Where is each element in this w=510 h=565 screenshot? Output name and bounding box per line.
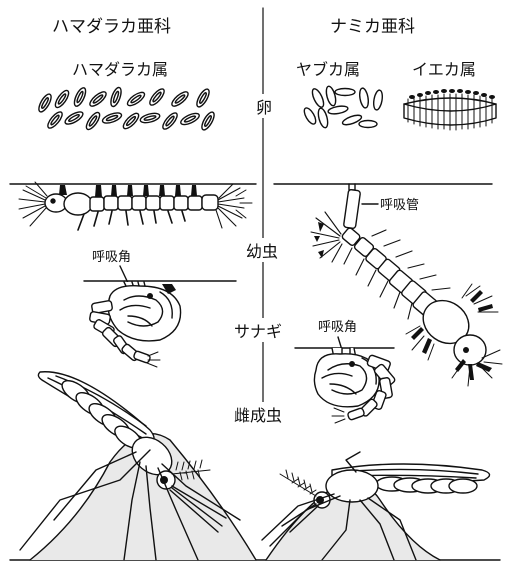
header-culicinae: ナミカ亜科	[330, 12, 415, 37]
siphon-label: 呼吸管	[380, 194, 419, 213]
horn-label-right: 呼吸角	[318, 316, 357, 335]
anopheles-larva	[19, 182, 252, 230]
header-anophelinae: ハマダラカ亜科	[52, 12, 171, 37]
aedes-eggs	[302, 85, 384, 128]
stage-adult-label: 雌成虫	[232, 402, 284, 426]
culex-pupa	[314, 348, 396, 423]
culex-egg-raft	[404, 89, 496, 130]
horn-label-left: 呼吸角	[92, 246, 131, 265]
genus-culex-label: イエカ属	[412, 56, 476, 80]
stage-pupa-label: サナギ	[232, 318, 284, 342]
anopheles-pupa	[89, 282, 180, 367]
genus-anopheles-label: ハマダラカ属	[72, 56, 168, 80]
genus-aedes-label: ヤブカ属	[296, 56, 360, 80]
stage-larva-label: 幼虫	[244, 238, 280, 262]
stage-egg-label: 卵	[254, 94, 274, 118]
anopheles-eggs	[37, 86, 217, 131]
